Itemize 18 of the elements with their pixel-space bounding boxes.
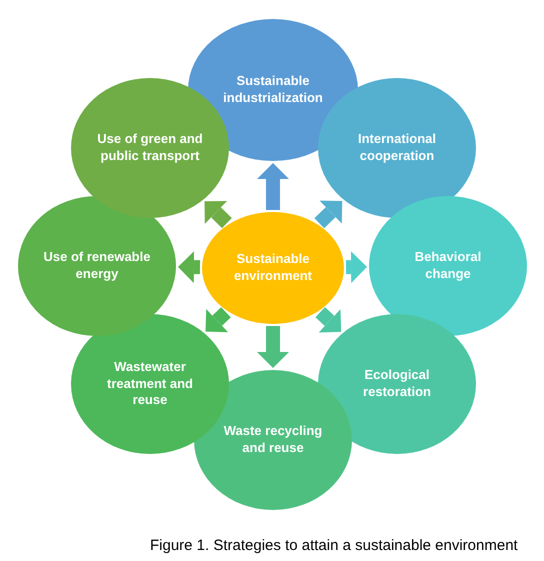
arrow	[178, 251, 200, 284]
arrow	[257, 163, 289, 210]
node-label: Wastewater treatment and reuse	[106, 358, 194, 410]
arrow	[257, 326, 289, 368]
arrow	[314, 200, 342, 228]
arrow	[206, 307, 231, 332]
node-label: Use of green and public transport	[96, 131, 204, 165]
node-label: Sustainable environment	[232, 251, 313, 285]
arrow	[346, 251, 367, 284]
arrow	[315, 307, 342, 333]
node-label: Waste recycling and reuse	[222, 423, 324, 457]
node-label: Behavioral change	[414, 249, 482, 283]
node-label: Ecological restoration	[362, 367, 432, 401]
node-label: Use of renewable energy	[42, 249, 152, 283]
node-label: Sustainable industrialization	[222, 73, 324, 107]
figure-caption: Figure 1. Strategies to attain a sustainable environment	[150, 537, 519, 554]
node-label: International cooperation	[356, 131, 437, 165]
center-ellipse	[202, 212, 344, 324]
